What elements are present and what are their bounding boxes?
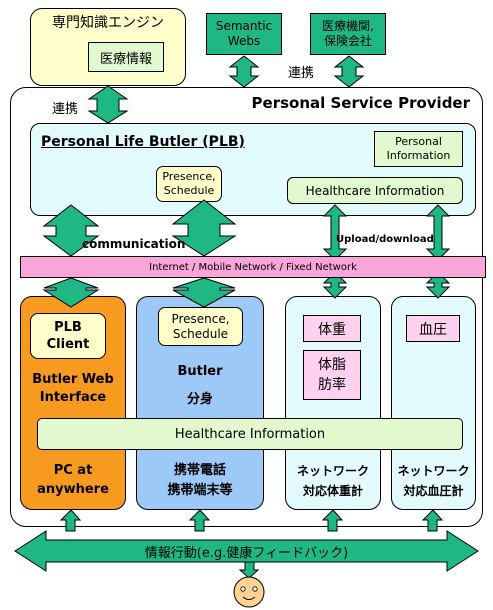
semantic-webs-box: Semantic Webs <box>206 13 282 55</box>
arrow-network-scale-icon <box>322 271 348 299</box>
arrow-feedback-user-icon <box>238 561 260 579</box>
arrow-network-bp-icon <box>425 271 451 299</box>
arrow-network-mobile-icon <box>172 277 236 308</box>
weight-box: 体重 <box>303 315 361 342</box>
arrow-plb-bp-icon <box>425 204 451 261</box>
healthcare-information-bar: Healthcare Information <box>37 418 463 450</box>
body-fat-box: 体脂 肪率 <box>303 350 361 400</box>
arrow-institutions-icon <box>333 55 365 88</box>
feedback-arrow-icon <box>14 530 479 572</box>
communication-label: communication <box>82 237 186 251</box>
arrow-scale-feedback-icon <box>321 509 344 532</box>
provider-title: Personal Service Provider <box>251 94 470 112</box>
plb-title: Personal Life Butler (PLB) <box>41 134 245 150</box>
arrow-expert-plb-icon <box>87 85 129 124</box>
mobile-device-label: 携帯電話 携帯端末等 <box>167 463 233 498</box>
arrow-mobile-feedback-icon <box>188 509 211 532</box>
link-label-right: 連携 <box>288 66 315 81</box>
link-label-left: 連携 <box>52 102 79 117</box>
plb-presence-schedule: Presence, Schedule <box>156 166 222 202</box>
pc-location-label: PC at anywhere <box>37 463 109 497</box>
bp-device-label: ネットワーク 対応血圧計 <box>397 464 470 498</box>
plb-healthcare-information: Healthcare Information <box>287 177 463 204</box>
arrow-semantic-icon <box>228 55 260 88</box>
expert-title: 専門知識エンジン <box>52 15 164 31</box>
butler-label: Butler <box>177 364 223 379</box>
arrow-network-pc-icon <box>42 277 100 308</box>
medical-info-box: 医療情報 <box>88 42 164 72</box>
scale-device-label: ネットワーク 対応体重計 <box>296 464 369 498</box>
mobile-presence-schedule: Presence, Schedule <box>158 307 243 346</box>
arrow-pc-feedback-icon <box>59 509 82 532</box>
plb-client-box: PLB Client <box>30 313 106 359</box>
plb-personal-information: Personal Information <box>374 131 463 167</box>
upload-download-label: Upload/download <box>336 234 434 245</box>
bunshin-label: 分身 <box>186 392 213 407</box>
institutions-box: 医療機関, 保険会社 <box>310 13 386 55</box>
arrow-plb-scale-icon <box>322 204 348 261</box>
feedback-label: 情報行動(e.g.健康フィードバック) <box>144 545 349 561</box>
blood-pressure-box: 血圧 <box>406 315 460 342</box>
butler-web-interface-label: Butler Web Interface <box>32 372 114 405</box>
arrow-bp-feedback-icon <box>421 509 444 532</box>
user-face-icon <box>233 576 265 608</box>
network-bar: Internet / Mobile Network / Fixed Networ… <box>20 256 486 278</box>
